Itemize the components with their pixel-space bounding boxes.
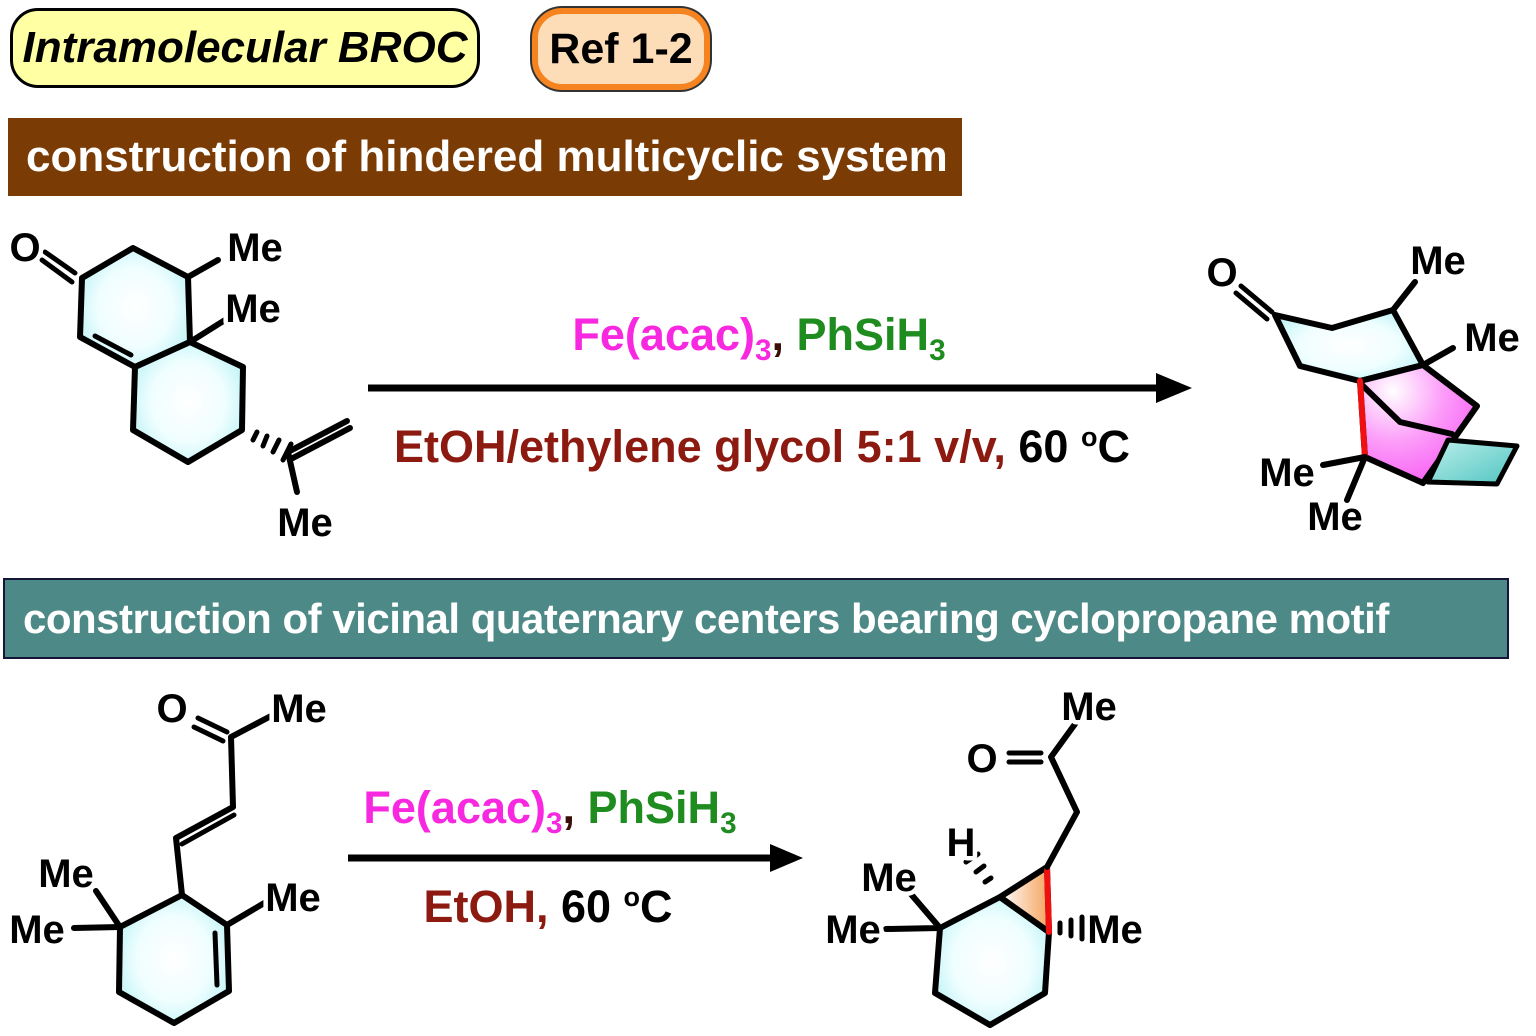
reaction2-catalyst: Fe(acac): [363, 782, 547, 833]
product1-multicyclic: O Me Me Me Me: [1202, 235, 1524, 544]
reactant2-cyclohexene-ring: [116, 892, 232, 1026]
reaction2-arrow: [348, 844, 803, 872]
section2-banner-text: construction of vicinal quaternary cente…: [23, 594, 1389, 642]
reaction2-temp-unit: C: [640, 881, 673, 932]
reaction2-degree: o: [623, 882, 641, 912]
reactant2-vinyl-double-bond: [179, 812, 237, 847]
reactant1-ring2: [130, 339, 246, 465]
reaction1-temp-unit: C: [1097, 421, 1130, 472]
product2-methyl-label-1: Me: [1061, 685, 1117, 729]
reactant1-enone-double-bond: [92, 333, 134, 358]
reaction1-degree: o: [1080, 422, 1098, 452]
product1-methyl-label-3: Me: [1259, 451, 1315, 495]
product1-methyl-label-4: Me: [1307, 495, 1363, 539]
reaction2-temp: 60: [548, 881, 624, 932]
reaction1-silane-sub: 3: [929, 334, 946, 367]
reactant2-methyl-bonds: [71, 888, 269, 931]
reaction1-reagent-separator: ,: [771, 309, 797, 360]
reaction1-arrow-head: [1156, 373, 1192, 403]
product1-oxygen-label: O: [1206, 251, 1237, 295]
reaction2-conditions-line: EtOH, 60 oC: [423, 881, 673, 932]
reaction2-solvent: EtOH,: [423, 881, 549, 932]
reaction2-reagent-separator: ,: [562, 782, 588, 833]
reaction2-silane-sub: 3: [720, 807, 737, 840]
reference-text: Ref 1-2: [549, 24, 693, 73]
reaction1-catalyst: Fe(acac): [572, 309, 756, 360]
product1-carbonyl-double-bond: [1233, 283, 1275, 322]
product2-methyl-label-3: Me: [861, 856, 917, 900]
product2-methyl-label-4: Me: [825, 908, 881, 952]
reaction1-silane: PhSiH: [796, 309, 930, 360]
reaction2-reagents-line: Fe(acac)3, PhSiH3: [363, 785, 736, 839]
reaction2-silane: PhSiH: [587, 782, 721, 833]
product2-methyl-label-2: Me: [1087, 908, 1143, 952]
reaction2-arrow-head: [770, 844, 803, 872]
product1-cyclopropane-flap: [1425, 437, 1520, 487]
reactant1-methyl-label-3: Me: [277, 501, 333, 545]
reference-badge: Ref 1-2: [532, 8, 710, 90]
reactant2-oxygen-label: O: [156, 687, 187, 731]
reactant2-methyl-label-4: Me: [265, 876, 321, 920]
product1-highlighted-bond: [1357, 378, 1368, 460]
reactant2-carbonyl-double-bond: [191, 715, 230, 744]
product2-methyl-bonds: [883, 890, 943, 932]
reactant1-isopropenyl-bonds: [285, 418, 353, 495]
reaction1-temp: 60: [1005, 421, 1081, 472]
product2-carbonyl-double-bond: [1006, 750, 1044, 765]
product2-hydrogen-label: H: [947, 821, 976, 865]
product2-hashed-H-bond: [963, 851, 994, 885]
scheme-title-text: Intramolecular BROC: [22, 23, 468, 72]
reactant2-methyl-label-3: Me: [9, 908, 65, 952]
product1-methyl-label-1: Me: [1410, 239, 1466, 283]
product1-methyl-bonds: [1320, 279, 1456, 503]
reactant1-hashed-wedge: [250, 429, 294, 463]
product2-chain-bonds: [1044, 721, 1080, 870]
product1-methyl-label-2: Me: [1464, 316, 1520, 360]
scheme-title-badge: Intramolecular BROC: [10, 8, 480, 88]
reaction1-conditions-line: EtOH/ethylene glycol 5:1 v/v, 60 oC: [394, 421, 1130, 472]
reactant2-chain-bonds: [173, 713, 274, 898]
reactant1-oxygen-label: O: [9, 226, 40, 270]
reaction1-catalyst-sub: 3: [755, 334, 772, 367]
reactant2-methyl-label-2: Me: [38, 852, 94, 896]
reactant1-carbonyl-double-bond: [39, 249, 78, 285]
reaction1-arrow: [368, 373, 1192, 403]
reactant1-methyl-bonds: [185, 257, 228, 345]
product2-bicycloheptane: O Me H Me Me Me: [821, 681, 1147, 1028]
reactant1-octalone: O Me Me Me: [5, 222, 353, 550]
product2-oxygen-label: O: [966, 737, 997, 781]
reaction1-reagents-line: Fe(acac)3, PhSiH3: [572, 312, 945, 366]
reactant2-ionone: O Me Me Me Me: [5, 683, 331, 1026]
section2-banner: construction of vicinal quaternary cente…: [3, 578, 1509, 659]
reactant2-methyl-label-1: Me: [271, 687, 327, 731]
reactant1-methyl-label-1: Me: [227, 226, 283, 270]
section1-banner-text: construction of hindered multicyclic sys…: [26, 132, 948, 181]
section1-banner: construction of hindered multicyclic sys…: [8, 118, 962, 196]
reactant2-ring-double-bond: [212, 930, 220, 988]
reaction1-solvent: EtOH/ethylene glycol 5:1 v/v,: [394, 421, 1006, 472]
product1-bridge-bonds: [1359, 382, 1455, 437]
reaction2-catalyst-sub: 3: [546, 807, 563, 840]
product2-hashed-methyl-bond: [1057, 914, 1085, 942]
product2-highlighted-bond: [1044, 864, 1052, 935]
reactant1-methyl-label-2: Me: [225, 287, 281, 331]
